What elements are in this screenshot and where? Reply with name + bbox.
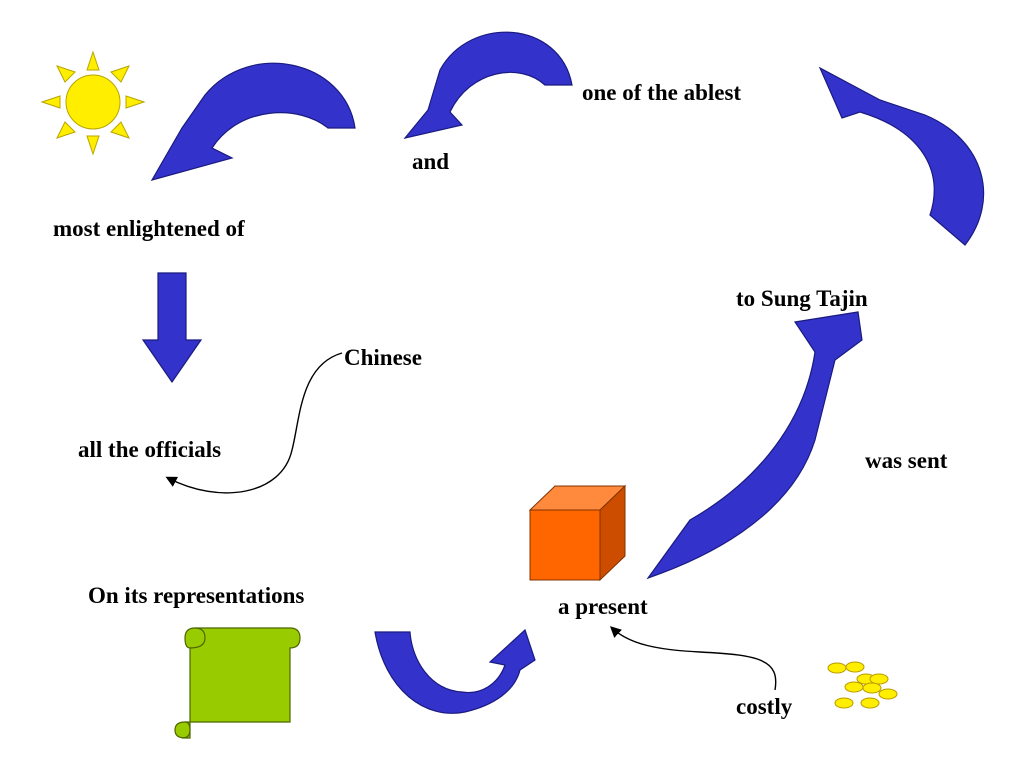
label-was-sent: was sent (865, 448, 948, 473)
label-costly: costly (736, 694, 793, 719)
arrow-icon-top-left (150, 62, 356, 181)
cube-icon (528, 484, 627, 582)
scroll-icon (174, 627, 301, 739)
label-a-present: a present (558, 594, 648, 619)
label-to-sung-tajin: to Sung Tajin (736, 286, 868, 311)
arrow-icon-bottom-u (374, 628, 536, 714)
arrow-icon-up-large (646, 311, 863, 580)
arrow-icon-right (818, 66, 985, 246)
label-and: and (412, 149, 450, 174)
label-chinese: Chinese (344, 345, 422, 370)
label-one-of-the-ablest: one of the ablest (582, 80, 742, 105)
arrow-icon-down (141, 272, 203, 384)
connector-costly-present (609, 626, 777, 691)
sun-icon (40, 50, 146, 156)
coins-icon (827, 661, 898, 709)
arrow-icon-top-middle (403, 31, 573, 139)
label-all-the-officials: all the officials (78, 437, 222, 462)
label-most-enlightened-of: most enlightened of (53, 216, 245, 241)
connector-chinese-officials (165, 352, 343, 494)
label-on-its-representations: On its representations (88, 583, 305, 608)
